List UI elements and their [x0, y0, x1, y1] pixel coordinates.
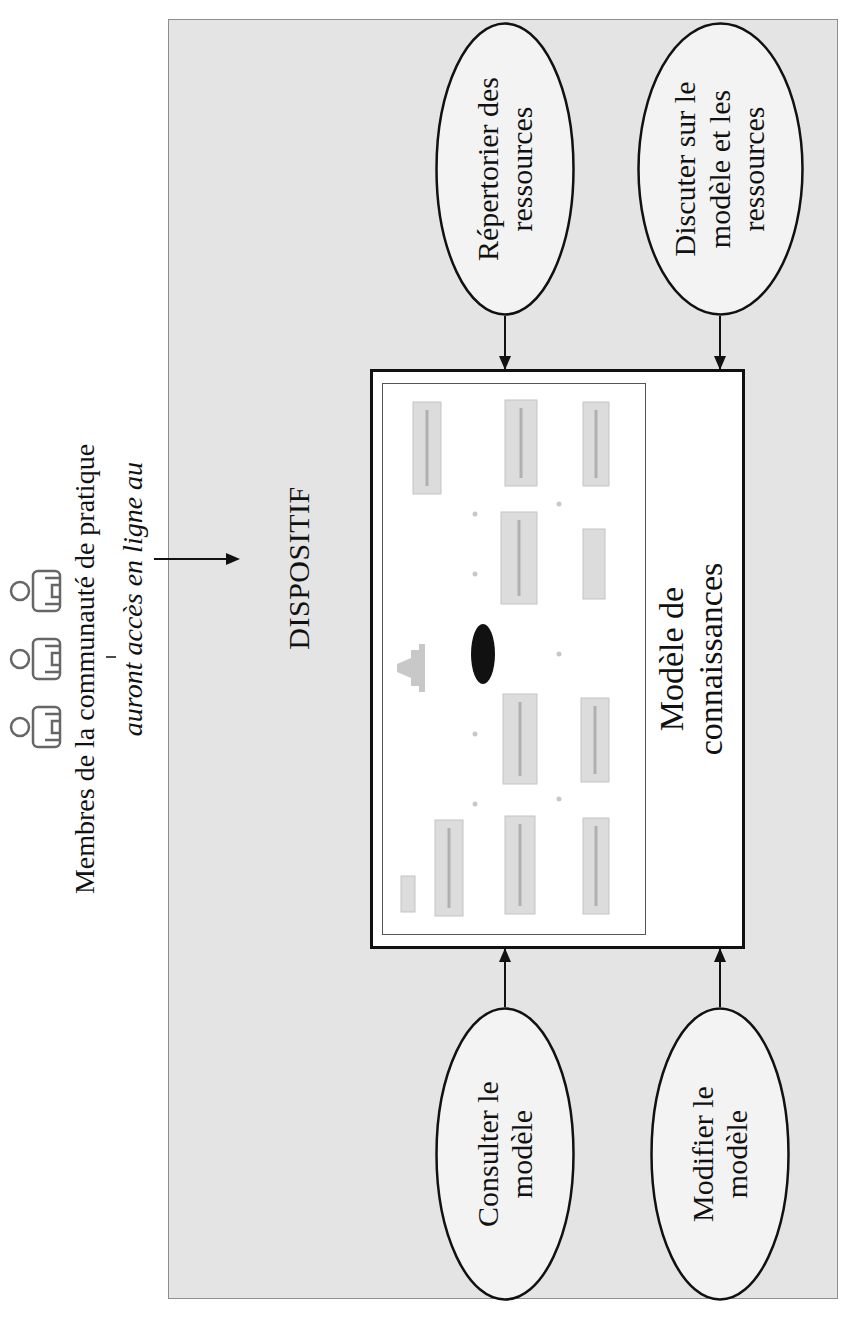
- access-arrow: [154, 558, 228, 560]
- person-icon: [11, 707, 60, 747]
- ellipse-shape: [638, 24, 802, 315]
- arrow-head: [226, 553, 240, 565]
- action-text: Répertorier des ressources: [471, 74, 540, 264]
- ellipse-shape: [437, 1009, 574, 1300]
- connector-arrow: [719, 949, 721, 1007]
- connector-arrow: [504, 316, 506, 369]
- person-icon: [11, 639, 60, 679]
- action-ellipse: Consulter le modèle: [435, 1007, 575, 1301]
- action-ellipse: Discuter sur le modèle et les ressources: [637, 22, 804, 316]
- label-row: Membres de la communauté de pratique: [68, 19, 102, 1319]
- label-row: auront accès en ligne au: [116, 19, 150, 1179]
- ellipse-shape: [437, 24, 574, 315]
- action-text: Consulter le modèle: [471, 1059, 540, 1249]
- action-text: Discuter sur le modèle et les ressources: [668, 74, 772, 264]
- device-panel: DISPOSITIF: [168, 19, 838, 1299]
- panel-title: DISPOSITIF: [281, 486, 317, 649]
- caption-label: Membres de la communauté de pratique: [68, 444, 102, 894]
- model-screenshot: [383, 384, 645, 934]
- caption-label: auront accès en ligne au: [116, 462, 150, 736]
- model-title: Modèle de connaissances: [652, 509, 730, 809]
- screenshot-frame: [382, 383, 646, 935]
- action-ellipse: Modifier le modèle: [650, 1007, 790, 1301]
- panel-title-row: DISPOSITIF: [281, 368, 317, 768]
- tick-line: [106, 656, 116, 658]
- action-ellipse: Répertorier des ressources: [435, 22, 575, 316]
- ellipse-shape: [652, 1009, 789, 1300]
- action-text: Modifier le modèle: [686, 1059, 755, 1249]
- connector-arrow: [504, 949, 506, 1007]
- model-box: Modèle de connaissances: [370, 369, 745, 949]
- connector-arrow: [719, 316, 721, 369]
- person-icon: [11, 571, 60, 611]
